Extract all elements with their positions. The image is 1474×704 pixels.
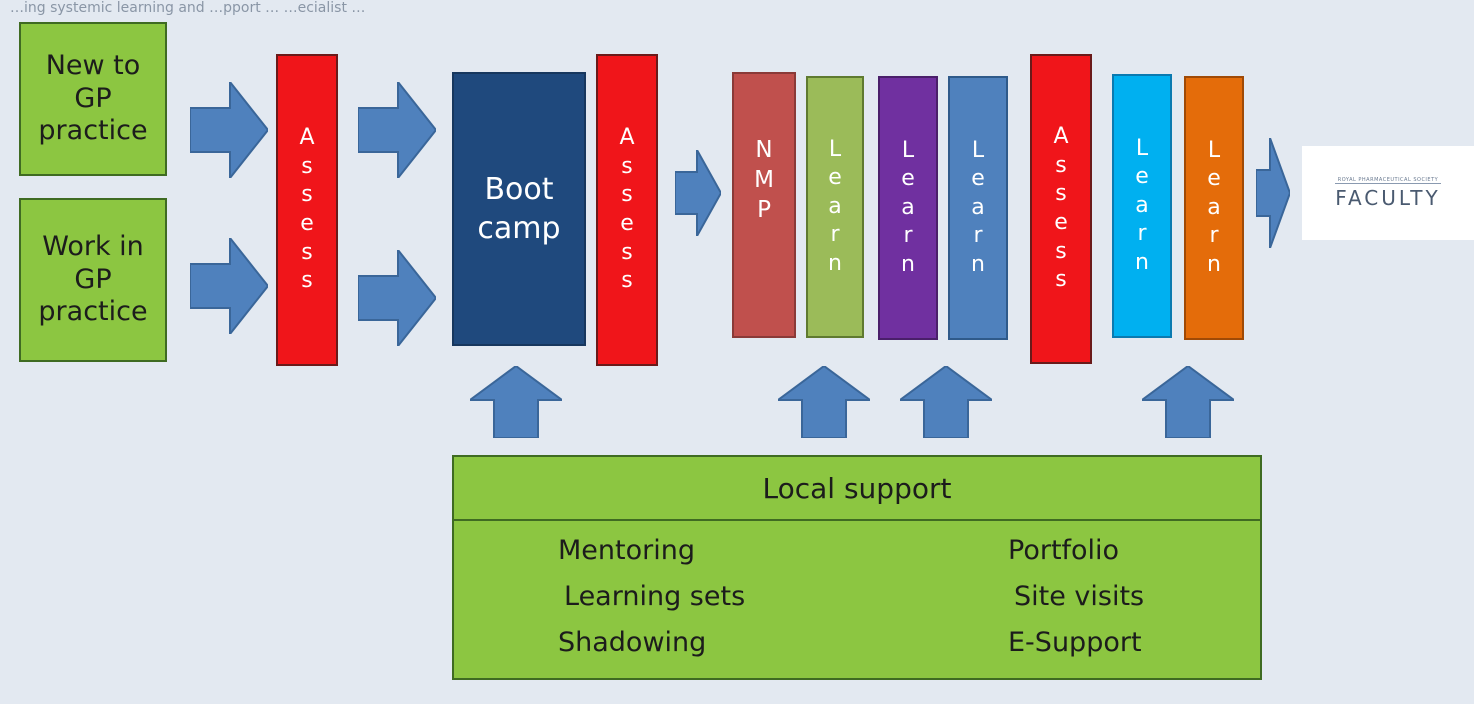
boot-camp-box: Boot camp — [452, 72, 586, 346]
assess-letter: A — [299, 125, 315, 151]
input-line: GP — [74, 82, 112, 114]
faculty-logo-subtitle: ROYAL PHARMACEUTICAL SOCIETY — [1337, 176, 1439, 183]
learn-letter: e — [828, 165, 842, 191]
assess-letter: s — [621, 268, 633, 294]
learn-letter: r — [1137, 221, 1147, 247]
learn-letter: L — [1207, 137, 1221, 163]
right-arrow-icon — [190, 238, 268, 334]
faculty-logo: ROYAL PHARMACEUTICAL SOCIETY FACULTY — [1302, 146, 1474, 240]
learn-letter: a — [828, 193, 842, 219]
assess-letter: s — [301, 239, 313, 265]
assess-letter: e — [1054, 210, 1068, 235]
learn-letter: r — [903, 223, 913, 249]
learn-bar-olive: L e a r n — [806, 76, 864, 338]
assess-letter: e — [620, 211, 634, 236]
assess-letter: s — [1055, 238, 1067, 264]
learn-bar-purple: L e a r n — [878, 76, 938, 340]
assess-letter: s — [1055, 267, 1067, 293]
input-new-to-gp: New to GP practice — [19, 22, 167, 176]
assess-letter: e — [300, 211, 314, 236]
learn-letter: L — [828, 136, 842, 162]
learn-letter: n — [828, 250, 842, 276]
learn-letter: a — [971, 194, 985, 220]
right-arrow-icon — [190, 82, 268, 178]
input-line: New to — [45, 50, 141, 82]
learn-letter: a — [901, 194, 915, 220]
top-caption: …ing systemic learning and …pport … …eci… — [10, 0, 366, 16]
right-arrow-icon — [358, 250, 436, 346]
learn-letter: e — [1135, 164, 1149, 190]
learn-letter: n — [1135, 249, 1149, 275]
input-line: practice — [38, 296, 148, 328]
learn-bar-cyan: L e a r n — [1112, 74, 1172, 338]
learn-letter: e — [1207, 166, 1221, 192]
nmp-bar: N M P — [732, 72, 796, 338]
support-item-learning-sets: Learning sets — [564, 581, 746, 612]
learn-letter: L — [1135, 135, 1149, 161]
up-arrow-icon — [778, 366, 870, 438]
local-support-box: Local support Mentoring Learning sets Sh… — [452, 455, 1262, 680]
input-line: Work in — [42, 231, 144, 263]
local-support-title: Local support — [454, 457, 1260, 521]
assess-letter: A — [1053, 124, 1069, 150]
assess-letter: s — [621, 182, 633, 208]
nmp-letter: M — [754, 166, 774, 193]
assess-letter: s — [1055, 181, 1067, 207]
learn-letter: n — [901, 251, 915, 277]
support-item-site-visits: Site visits — [1014, 581, 1145, 612]
learn-letter: e — [971, 166, 985, 192]
assess-letter: s — [301, 153, 313, 179]
assess-letter: s — [621, 153, 633, 179]
right-arrow-icon — [358, 82, 436, 178]
learn-letter: r — [1209, 223, 1219, 249]
assess-letter: s — [301, 182, 313, 208]
learn-letter: L — [901, 137, 915, 163]
support-item-portfolio: Portfolio — [1008, 535, 1120, 566]
support-item-e-support: E-Support — [1008, 627, 1142, 658]
input-line: practice — [38, 115, 148, 147]
up-arrow-icon — [1142, 366, 1234, 438]
assess-bar: A s s e s s — [276, 54, 338, 366]
learn-bar-orange: L e a r n — [1184, 76, 1244, 340]
assess-letter: A — [619, 125, 635, 151]
learn-letter: a — [1207, 194, 1221, 220]
faculty-logo-word: FACULTY — [1335, 182, 1441, 210]
learn-letter: n — [1207, 251, 1221, 277]
assess-bar: A s s e s s — [1030, 54, 1092, 364]
nmp-letter: N — [755, 137, 773, 163]
learn-letter: a — [1135, 192, 1149, 218]
learn-letter: L — [971, 137, 985, 163]
learn-bar-steel: L e a r n — [948, 76, 1008, 340]
boot-camp-line: camp — [477, 211, 561, 246]
assess-bar: A s s e s s — [596, 54, 658, 366]
learn-letter: e — [901, 166, 915, 192]
assess-letter: s — [301, 268, 313, 294]
learn-letter: r — [830, 222, 840, 248]
assess-letter: s — [1055, 152, 1067, 178]
right-arrow-icon — [675, 150, 721, 236]
input-work-in-gp: Work in GP practice — [19, 198, 167, 362]
boot-camp-line: Boot — [484, 172, 554, 207]
nmp-letter: P — [757, 196, 771, 223]
support-item-shadowing: Shadowing — [558, 627, 707, 658]
learn-letter: r — [973, 223, 983, 249]
support-item-mentoring: Mentoring — [558, 535, 695, 566]
up-arrow-icon — [470, 366, 562, 438]
input-line: GP — [74, 263, 112, 295]
right-arrow-icon — [1256, 138, 1290, 248]
learn-letter: n — [971, 251, 985, 277]
assess-letter: s — [621, 239, 633, 265]
up-arrow-icon — [900, 366, 992, 438]
